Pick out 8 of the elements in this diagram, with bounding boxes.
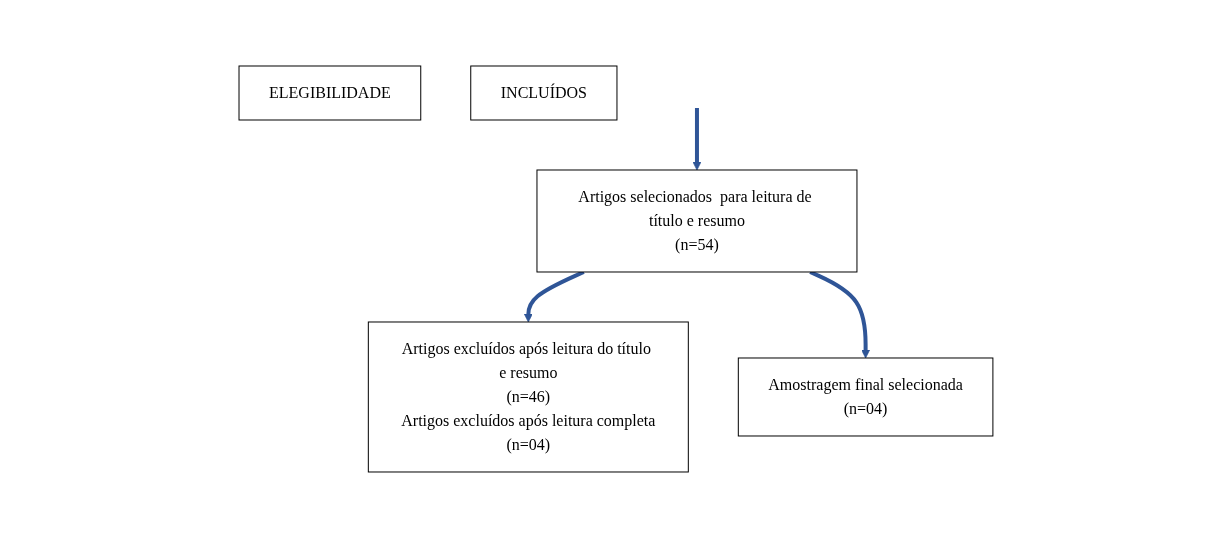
node-box: Artigos excluídos após leitura do título e resumo (n=46) Artigos excluídos após leitura completa (n=04): [367, 321, 689, 473]
node-box: Amostragem final selecionada (n=04): [737, 357, 994, 437]
arrow: [523, 270, 585, 323]
node-box: Artigos selecionados para leitura de título e resumo (n=54): [536, 169, 858, 273]
arrow: [809, 270, 871, 359]
node-box: INCLUÍDOS: [470, 65, 618, 121]
arrow: [692, 108, 702, 171]
node-box: ELEGIBILIDADE: [238, 65, 422, 121]
